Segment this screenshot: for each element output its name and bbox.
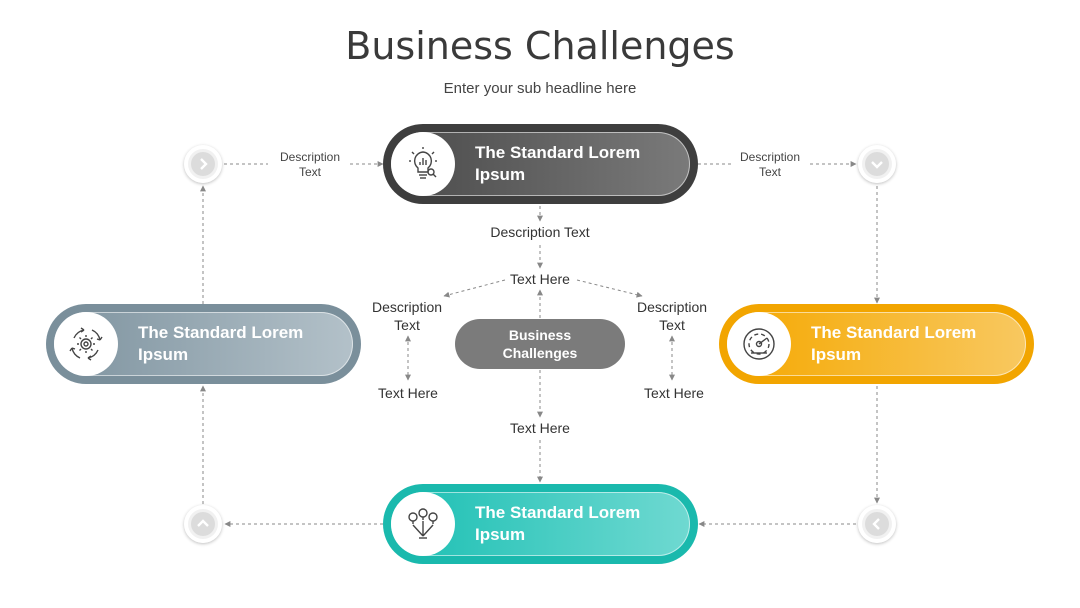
line-text-here-to-left-desc [443, 279, 506, 298]
text-here-top: Text Here [510, 271, 570, 287]
chevron-up-icon [191, 512, 215, 536]
text-here-left: Text Here [378, 385, 438, 401]
chevron-right-icon [191, 152, 215, 176]
node-top-label: The Standard Lorem Ipsum [475, 143, 641, 184]
desc-right: Description Text [636, 299, 708, 333]
page-subtitle: Enter your sub headline here [443, 80, 637, 97]
knob-top-left[interactable] [184, 145, 222, 183]
node-right-label: The Standard Lorem Ipsum [811, 323, 977, 364]
node-top[interactable]: The Standard Lorem Ipsum [383, 124, 698, 204]
lightbulb-chart-icon [391, 132, 455, 196]
knob-bottom-left[interactable] [184, 505, 222, 543]
center-node-label: Business Challenges [502, 327, 578, 361]
center-node[interactable]: Business Challenges [455, 319, 625, 369]
node-bottom[interactable]: The Standard Lorem Ipsum [383, 484, 698, 564]
knob-bottom-right[interactable] [858, 505, 896, 543]
gauge-icon [727, 312, 791, 376]
desc-left: Description Text [371, 299, 443, 333]
chevron-down-icon [865, 152, 889, 176]
page-title: Business Challenges [345, 24, 735, 68]
node-bottom-label: The Standard Lorem Ipsum [475, 503, 641, 544]
node-left[interactable]: The Standard Lorem Ipsum [46, 304, 361, 384]
knob-top-right[interactable] [858, 145, 896, 183]
chevron-left-icon [865, 512, 889, 536]
line-text-here-to-right-desc [576, 279, 643, 298]
bulbs-network-icon [391, 492, 455, 556]
desc-below-top: Description Text [490, 224, 590, 240]
node-left-label: The Standard Lorem Ipsum [138, 323, 304, 364]
desc-top-left: Description Text [279, 150, 341, 179]
text-here-right: Text Here [644, 385, 704, 401]
node-right[interactable]: The Standard Lorem Ipsum [719, 304, 1034, 384]
text-here-bottom: Text Here [510, 420, 570, 436]
gear-cycle-icon [54, 312, 118, 376]
desc-top-right: Description Text [739, 150, 801, 179]
